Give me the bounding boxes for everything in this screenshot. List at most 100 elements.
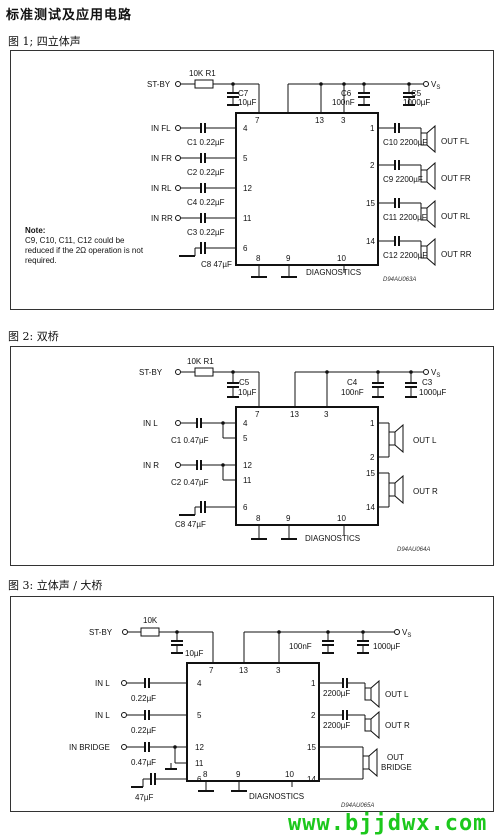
figure-1-schematic: ST-BY 10K R1 C7 10µF C6 100nF C5 1000µF … xyxy=(25,69,472,283)
out-r-label: OUT R xyxy=(413,487,438,496)
resistor-label: 10K xyxy=(143,616,158,625)
c5-label: C5 xyxy=(239,378,250,387)
resistor-r1 xyxy=(194,367,214,377)
note-title: Note: xyxy=(25,226,45,235)
c3-label: C3 xyxy=(422,378,433,387)
figure-2-caption: 图 2: 双桥 xyxy=(8,330,59,343)
output-label: OUT RL xyxy=(441,212,471,221)
pin-number: 13 xyxy=(290,410,299,419)
pin-number: 1 xyxy=(370,419,375,428)
c6-label: C6 xyxy=(341,89,352,98)
pin-number: 7 xyxy=(209,666,214,675)
pin-number: 4 xyxy=(243,419,248,428)
page-title: 标准测试及应用电路 xyxy=(6,8,133,23)
pin-number: 14 xyxy=(307,775,316,784)
c5-value: 10µF xyxy=(238,388,257,397)
c7-label: C7 xyxy=(238,89,249,98)
resistor-10k xyxy=(140,627,160,637)
pin-number: 11 xyxy=(195,759,204,768)
pin-number: 13 xyxy=(239,666,248,675)
pin-number: 9 xyxy=(286,514,291,523)
pin-number: 8 xyxy=(256,254,261,263)
in-bridge-label: IN BRIDGE xyxy=(69,743,110,752)
pin-number: 9 xyxy=(286,254,291,263)
pin-number: 8 xyxy=(203,770,208,779)
out-bridge-label: BRIDGE xyxy=(381,763,412,772)
c8-label: C8 47µF xyxy=(201,260,232,269)
pin-number: 4 xyxy=(197,679,202,688)
out-cap-label: 2200µF xyxy=(323,721,350,730)
out-r-label: OUT R xyxy=(385,721,410,730)
cap-1000u-label: 1000µF xyxy=(373,642,400,651)
stby-label: ST-BY xyxy=(139,368,163,377)
figure-3-panel: ST-BY 10K 10µF 100nF 1000µF VS IN L 0.22… xyxy=(10,596,494,812)
pin-number: 13 xyxy=(315,116,324,125)
vs-label: VS xyxy=(431,80,440,91)
figure-3-schematic: ST-BY 10K 10µF 100nF 1000µF VS IN L 0.22… xyxy=(69,616,412,809)
cap-input-label: 0.47µF xyxy=(131,758,156,767)
note-line: reduced if the 2Ω operation is not xyxy=(25,246,144,255)
pin-number: 5 xyxy=(197,711,202,720)
diagnostics-label: DIAGNOSTICS xyxy=(305,534,360,543)
r1-label: 10K R1 xyxy=(187,357,214,366)
c8-label: C8 47µF xyxy=(175,520,206,529)
input-cap: C2 0.22µF xyxy=(187,168,225,177)
vs-label: VS xyxy=(402,628,411,639)
c4-value: 100nF xyxy=(341,388,364,397)
pin-number: 10 xyxy=(285,770,294,779)
c6-value: 100nF xyxy=(332,98,355,107)
output-label: OUT RR xyxy=(441,250,472,259)
pin-number: 8 xyxy=(256,514,261,523)
pin-number: 1 xyxy=(311,679,316,688)
input-label: IN RL xyxy=(151,184,172,193)
input-cap: C3 0.22µF xyxy=(187,228,225,237)
note-line: required. xyxy=(25,256,57,265)
out-cap-label: 2200µF xyxy=(323,689,350,698)
note-line: C9, C10, C11, C12 could be xyxy=(25,236,125,245)
stby-terminal xyxy=(175,81,181,87)
in-l-label: IN L xyxy=(95,679,110,688)
pin-number: 11 xyxy=(243,476,252,485)
in-l-label: IN L xyxy=(143,419,158,428)
c5-label: C5 xyxy=(411,89,422,98)
c2-label: C2 0.47µF xyxy=(171,478,209,487)
diagnostics-label: DIAGNOSTICS xyxy=(306,268,361,277)
pin-number: 4 xyxy=(243,124,248,133)
output-cap: C11 2200µF xyxy=(383,213,427,222)
pin-number: 15 xyxy=(307,743,316,752)
pin-number: 10 xyxy=(337,514,346,523)
pin-number: 15 xyxy=(366,199,375,208)
output-cap: C12 2200µF xyxy=(383,251,427,260)
pin-number: 7 xyxy=(255,116,260,125)
vs-label: VS xyxy=(431,368,440,379)
drawing-ref: D94AU064A xyxy=(397,547,430,553)
pin-number: 12 xyxy=(195,743,204,752)
input-cap: C4 0.22µF xyxy=(187,198,225,207)
pin-number: 14 xyxy=(366,503,375,512)
output-label: OUT FL xyxy=(441,137,470,146)
input-label: IN FR xyxy=(151,154,172,163)
diagnostics-label: DIAGNOSTICS xyxy=(249,792,304,801)
cap-input-label: 0.22µF xyxy=(131,726,156,735)
pin-number: 12 xyxy=(243,461,252,470)
pin-number: 3 xyxy=(324,410,329,419)
pin-number: 2 xyxy=(311,711,316,720)
pin-number: 6 xyxy=(243,244,248,253)
c5-value: 1000µF xyxy=(403,98,430,107)
pin-number: 3 xyxy=(276,666,281,675)
drawing-ref: D94AU065A xyxy=(341,803,374,809)
output-cap: C9 2200µF xyxy=(383,175,423,184)
figure-1-caption: 图 1; 四立体声 xyxy=(8,35,81,48)
c3-value: 1000µF xyxy=(419,388,446,397)
pin-number: 2 xyxy=(370,453,375,462)
input-label: IN FL xyxy=(151,124,171,133)
pin-number: 5 xyxy=(243,434,248,443)
pin-number: 12 xyxy=(243,184,252,193)
stby-label: ST-BY xyxy=(147,80,171,89)
resistor-r1 xyxy=(194,79,214,89)
figure-2-schematic: ST-BY 10K R1 C5 10µF C4 100nF C3 1000µF … xyxy=(139,357,446,553)
pin-number: 7 xyxy=(255,410,260,419)
cap-100n-label: 100nF xyxy=(289,642,312,651)
c7-value: 10µF xyxy=(238,98,257,107)
figure-2-panel: ST-BY 10K R1 C5 10µF C4 100nF C3 1000µF … xyxy=(10,346,494,566)
